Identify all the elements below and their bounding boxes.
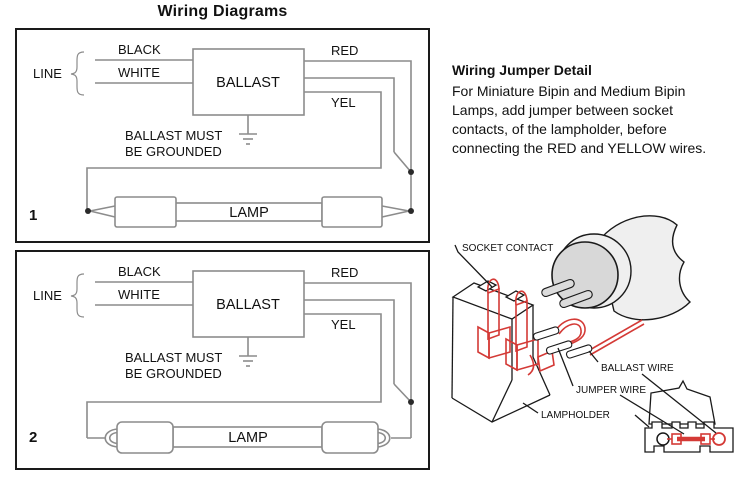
ballast-label: BALLAST <box>216 297 280 313</box>
ballast-wire-terminal <box>565 344 593 359</box>
jumper-detail-body-line3: contacts, of the lampholder, before <box>452 121 667 137</box>
wiring-diagram-1: LINE BLACK WHITE BALLAST RED YEL BALLAST… <box>15 28 430 243</box>
red-wire <box>304 282 412 438</box>
jumper-detail-body: For Miniature Bipin and Medium Bipin Lam… <box>452 82 706 158</box>
wiring-diagram-2: LINE BLACK WHITE BALLAST RED YEL BALLAST… <box>15 250 430 470</box>
yellow-wire <box>86 313 382 438</box>
lamp-single-pin: LAMP <box>87 421 411 454</box>
jumper-and-ballast-wires <box>532 318 645 359</box>
left-socket-dot <box>85 208 91 214</box>
ground-symbol <box>239 115 257 145</box>
lamp-end-drawing <box>541 215 692 321</box>
jumper-detail-body-line1: For Miniature Bipin and Medium Bipin <box>452 83 686 99</box>
ground-symbol <box>239 337 257 367</box>
jumper-detail-heading: Wiring Jumper Detail <box>452 62 592 78</box>
leader-lines <box>454 244 717 435</box>
lampholder-label: LAMPHOLDER <box>541 410 610 421</box>
socket-contact-label: SOCKET CONTACT <box>462 243 553 254</box>
jumper-switch-wire <box>393 151 412 173</box>
page-title: Wiring Diagrams <box>157 3 288 20</box>
ballast-box <box>192 270 305 338</box>
jumper-wire-label: JUMPER WIRE <box>576 385 646 396</box>
ground-note-line2: BE GROUNDED <box>125 144 222 159</box>
junction-dot <box>408 399 414 405</box>
ballast-box <box>192 48 305 116</box>
ballast-wire-label: BALLAST WIRE <box>601 363 674 374</box>
yellow-wire <box>86 91 382 211</box>
black-wire-label: BLACK <box>118 264 161 279</box>
diagram-2-number: 2 <box>29 429 37 446</box>
line-label: LINE <box>33 66 62 81</box>
right-socket-dot <box>408 208 414 214</box>
red-wire <box>304 60 412 211</box>
line-brace <box>70 51 85 96</box>
lampholder-schematic <box>644 379 734 453</box>
red-wire-label: RED <box>331 265 358 280</box>
black-wire-label: BLACK <box>118 42 161 57</box>
yellow-wire-label: YEL <box>331 95 356 110</box>
second-ballast-lead <box>304 299 395 384</box>
jumper-detail-body-line4: connecting the RED and YELLOW wires. <box>452 140 707 156</box>
line-label: LINE <box>33 288 62 303</box>
ground-note-line1: BALLAST MUST <box>125 128 222 143</box>
white-wire-label: WHITE <box>118 65 160 80</box>
lamp-label: LAMP <box>229 205 269 221</box>
ballast-label: BALLAST <box>216 75 280 91</box>
junction-dot <box>408 169 414 175</box>
diagram-1-border <box>15 28 430 243</box>
diagram-1-number: 1 <box>29 207 37 224</box>
red-wire-label: RED <box>331 43 358 58</box>
jumper-switch-wire <box>393 383 412 403</box>
diagram-2-border <box>15 250 430 470</box>
jumper-terminal-1 <box>532 326 560 341</box>
ground-note-line2: BE GROUNDED <box>125 366 222 381</box>
lamp-pins <box>541 279 593 308</box>
lamp-label: LAMP <box>228 430 268 446</box>
lampholder-drawing <box>451 278 555 423</box>
white-wire-label: WHITE <box>118 287 160 302</box>
lamp-bipin: LAMP <box>89 196 410 228</box>
jumper-terminal-2 <box>545 340 573 355</box>
jumper-detail-illustration: SOCKET CONTACT BALLAST WIRE JUMPER WIRE … <box>451 215 734 453</box>
ground-note-line1: BALLAST MUST <box>125 350 222 365</box>
line-brace <box>70 273 85 318</box>
yellow-wire-label: YEL <box>331 317 356 332</box>
second-ballast-lead <box>304 77 395 152</box>
jumper-detail-body-line2: Lamps, add jumper between socket <box>452 102 674 118</box>
